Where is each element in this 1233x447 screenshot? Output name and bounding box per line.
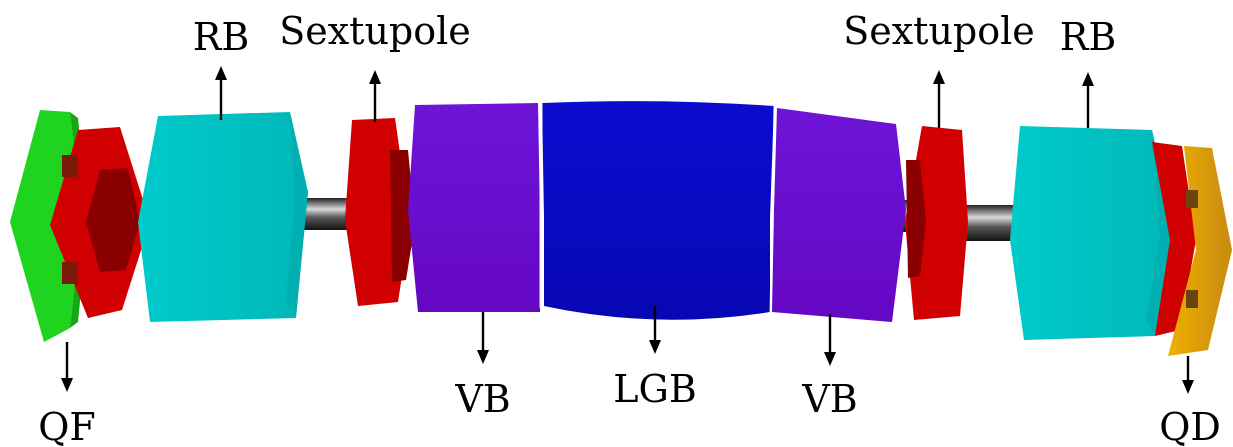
sextupole-right-magnet	[905, 126, 968, 320]
lgb-magnet	[542, 101, 774, 320]
rb-right-label: RB	[1060, 15, 1117, 59]
rb-right-magnet	[1010, 126, 1176, 340]
vb-right-magnet	[772, 108, 906, 322]
red-quadrupole-right	[1152, 142, 1196, 336]
rb-left-magnet	[138, 112, 308, 322]
vb-left-magnet	[408, 103, 540, 312]
vb-left-label: VB	[454, 377, 510, 421]
rb-left-label: RB	[193, 15, 250, 59]
lgb-label: LGB	[613, 367, 697, 411]
sextupole-left-magnet	[345, 118, 415, 306]
sextupole-left-label: Sextupole	[279, 9, 471, 53]
arrows	[61, 66, 1194, 394]
sextupole-right-label: Sextupole	[843, 9, 1035, 53]
qf-label: QF	[38, 405, 96, 447]
lgb-edge-right	[769, 105, 777, 315]
qd-label: QD	[1159, 405, 1221, 447]
qd-quadrupole	[1168, 146, 1232, 356]
red-quadrupole-left	[50, 127, 150, 318]
vb-right-label: VB	[801, 377, 857, 421]
